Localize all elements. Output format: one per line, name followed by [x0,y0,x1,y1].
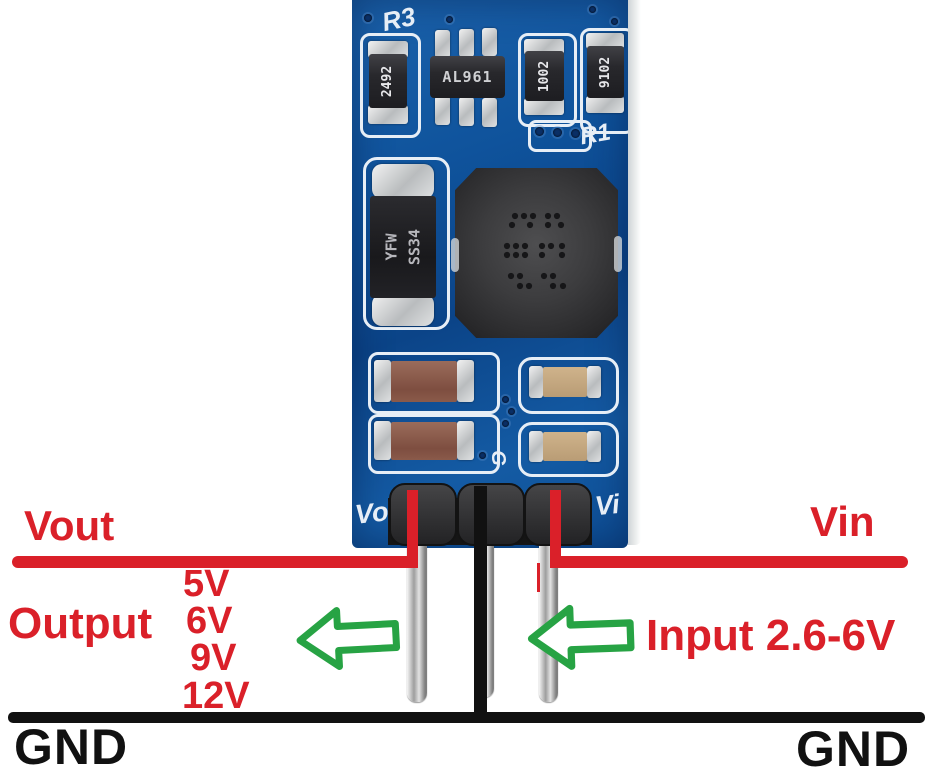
pin-header-block-2 [457,483,525,546]
resistor-pad [368,105,408,124]
diode-ss34: YFW SS34 [370,196,436,298]
pcb-board: R3 R1 G Vo Vi 2492 AL961 [352,0,635,548]
gnd-wire-line [8,712,925,723]
silk-outline-holes [528,120,592,152]
silk-label-vi: Vi [593,488,621,522]
vin-marker-stub [537,563,540,592]
resistor-1002: 1002 [525,51,564,101]
gnd-label-right: GND [796,721,911,771]
voltage-option-9v: 9V [190,637,237,679]
silk-label-r3: R3 [379,0,419,38]
ic-lead [459,29,474,57]
input-range-label: Input 2.6-6V [646,611,896,660]
silk-outline-cap3 [518,357,619,414]
diode-pad [372,164,434,199]
resistor-pad [524,98,564,115]
silk-outline-cap2 [368,414,500,474]
silk-outline-diode [363,157,450,330]
vin-pin-marker [550,490,561,568]
resistor-pad [368,41,408,58]
vin-label: Vin [810,498,875,545]
silk-label-g: G [486,450,509,466]
ic-lead [435,30,450,58]
vout-label: Vout [24,502,115,549]
vin-wire-line [554,556,908,568]
pin-header-block-1 [389,483,457,546]
inductor-marking [503,212,567,290]
voltage-option-5v: 5V [183,563,230,605]
cap-end [374,421,391,460]
ic-lead [435,96,450,125]
capacitor-large-2 [391,422,457,460]
silk-outline-r3 [360,33,421,138]
cap-end [587,431,601,462]
silk-label-r1: R1 [577,118,613,151]
via [502,420,509,427]
cap-end [374,360,391,402]
resistor-9102: 9102 [587,46,624,98]
resistor-marking: 1002 [537,60,552,92]
ic-lead [459,97,474,126]
via [502,396,509,403]
voltage-option-12v: 12V [182,675,250,717]
diode-marking: YFW SS34 [381,229,426,265]
capacitor-small-1 [543,367,587,397]
cap-end [587,366,601,398]
vout-wire-line [12,556,418,568]
cap-end [457,421,474,460]
input-arrow-icon [527,604,635,670]
diode-pad [372,294,434,326]
resistor-pad [586,33,624,49]
output-label: Output [8,599,153,648]
cap-end [529,366,543,398]
cap-end [457,360,474,402]
inductor [455,168,618,338]
cap-end [529,431,543,462]
resistor-2492: 2492 [369,54,407,108]
resistor-pad [586,96,624,113]
via [446,16,453,23]
diode-marking-line2: SS34 [405,228,423,266]
ic-al961: AL961 [430,56,505,98]
via [611,18,618,25]
silk-label-vo: Vo [353,496,390,530]
resistor-marking: 2492 [380,65,396,97]
silk-outline-cap4 [518,422,619,477]
inductor-solder-left [451,238,459,272]
via [479,452,486,459]
via [589,6,596,13]
ic-marking: AL961 [442,68,493,86]
diode-marking-line1: YFW [382,233,401,261]
silk-outline-r2 [518,33,577,127]
gnd-label-left: GND [14,719,129,771]
inductor-solder-right [614,236,622,272]
hole [535,127,544,136]
vout-pin-marker [407,490,418,568]
silk-outline-cap1 [368,352,500,414]
via [508,408,515,415]
ic-lead [482,28,497,56]
gnd-pin-line [474,486,487,718]
capacitor-small-2 [543,432,587,461]
via [364,14,372,22]
hole [553,128,562,137]
capacitor-large-1 [391,361,457,402]
ic-lead [482,98,497,127]
output-arrow-icon [296,607,401,670]
resistor-marking: 9102 [598,56,613,88]
board-edge-strip [628,0,641,545]
hole [571,129,580,138]
voltage-option-6v: 6V [186,600,233,642]
